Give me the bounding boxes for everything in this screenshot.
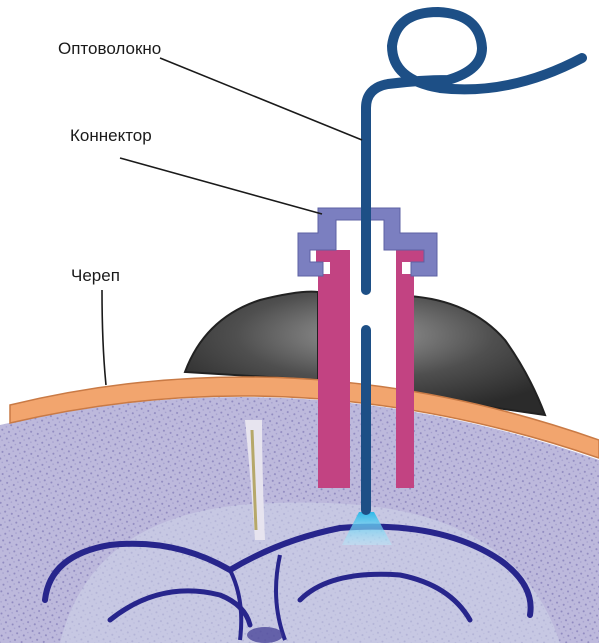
fiber-label: Оптоволокно: [58, 39, 161, 58]
connector-leader-line: [120, 158, 322, 214]
fiber-junction: [357, 292, 375, 324]
connector-label: Коннектор: [70, 126, 152, 145]
fiber-leader-line: [160, 58, 362, 140]
skull-leader-line: [102, 290, 106, 385]
skull-label: Череп: [71, 266, 120, 285]
